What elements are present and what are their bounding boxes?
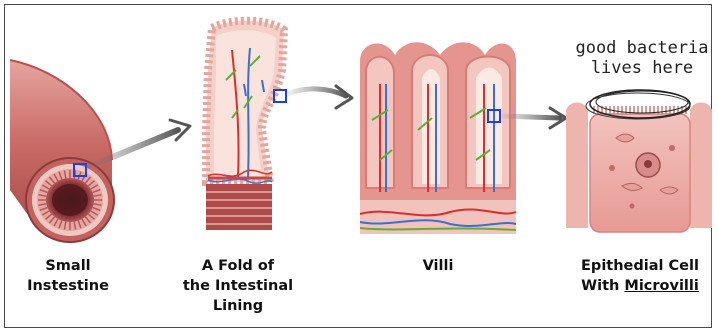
caption-small-intestine: Small Instestine xyxy=(18,256,118,296)
caption-line: A Fold of xyxy=(178,256,298,276)
caption-line: Epithedial Cell xyxy=(570,256,710,276)
small-intestine-illustration xyxy=(10,60,114,242)
caption-epithelial-cell: Epithedial Cell With Microvilli xyxy=(570,256,710,296)
caption-villi: Villi xyxy=(388,256,488,276)
arrow-2 xyxy=(288,86,352,108)
caption-line: the Intestinal xyxy=(178,276,298,296)
caption-prefix: With xyxy=(581,278,624,294)
bacteria-annotation: good bacteria lives here xyxy=(572,38,712,78)
epithelial-cell-illustration xyxy=(566,90,712,232)
caption-line: Instestine xyxy=(18,276,118,296)
caption-line: Lining xyxy=(178,296,298,316)
intestinal-fold-illustration xyxy=(206,21,284,230)
annotation-line-1: good bacteria xyxy=(572,38,712,58)
microvilli-term: Microvilli xyxy=(624,278,698,294)
caption-intestinal-fold: A Fold of the Intestinal Lining xyxy=(178,256,298,316)
caption-line: Villi xyxy=(388,256,488,276)
caption-line: Small xyxy=(18,256,118,276)
annotation-line-2: lives here xyxy=(572,58,712,78)
villi-illustration xyxy=(360,42,516,234)
caption-line: With Microvilli xyxy=(570,276,710,296)
